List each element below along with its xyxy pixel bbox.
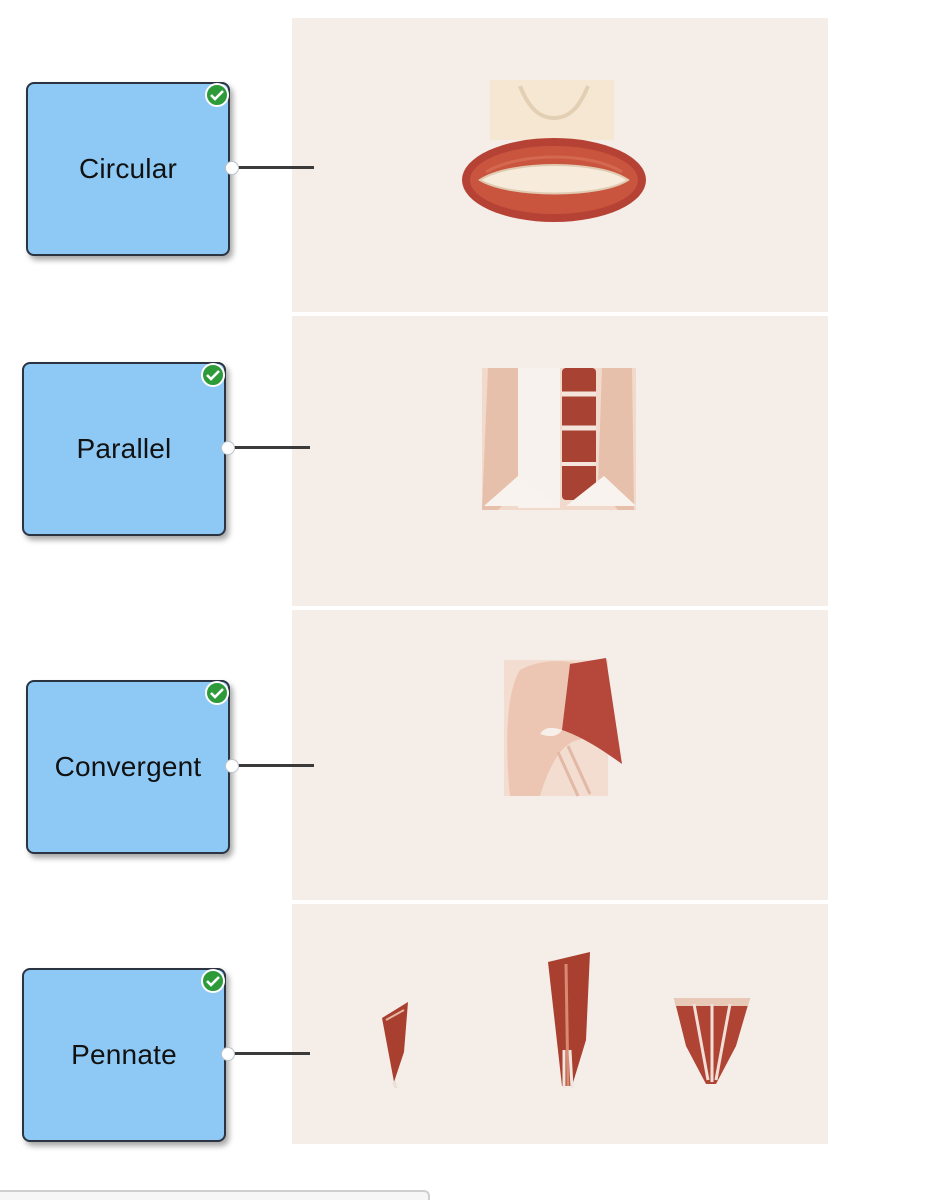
rectus-abdominis-illustration — [482, 368, 636, 510]
label-circular[interactable]: Circular — [26, 82, 230, 256]
label-parallel[interactable]: Parallel — [22, 362, 226, 536]
check-circle-icon — [205, 681, 229, 705]
multipennate-muscle-illustration — [674, 998, 750, 1084]
connector-line-parallel — [232, 446, 310, 449]
check-circle-icon — [201, 363, 225, 387]
connector-line-convergent — [236, 764, 314, 767]
unipennate-muscle-illustration — [382, 1002, 408, 1088]
connector-line-pennate — [232, 1052, 310, 1055]
label-pennate-text: Pennate — [71, 1039, 177, 1070]
connector-handle-convergent[interactable] — [225, 759, 239, 773]
label-convergent[interactable]: Convergent — [26, 680, 230, 854]
bottom-scroll-bar[interactable] — [0, 1190, 430, 1200]
connector-handle-circular[interactable] — [225, 161, 239, 175]
pectoralis-illustration — [504, 658, 622, 797]
label-circular-text: Circular — [78, 153, 178, 184]
connector-handle-parallel[interactable] — [221, 441, 235, 455]
label-parallel-text: Parallel — [76, 433, 172, 464]
check-circle-icon — [201, 969, 225, 993]
label-pennate[interactable]: Pennate — [22, 968, 226, 1142]
connector-handle-pennate[interactable] — [221, 1047, 235, 1061]
check-circle-icon — [205, 83, 229, 107]
orbicularis-oris-illustration — [462, 80, 646, 222]
bipennate-muscle-illustration — [548, 952, 590, 1089]
connector-line-circular — [236, 166, 314, 169]
label-convergent-text: Convergent — [54, 751, 202, 782]
